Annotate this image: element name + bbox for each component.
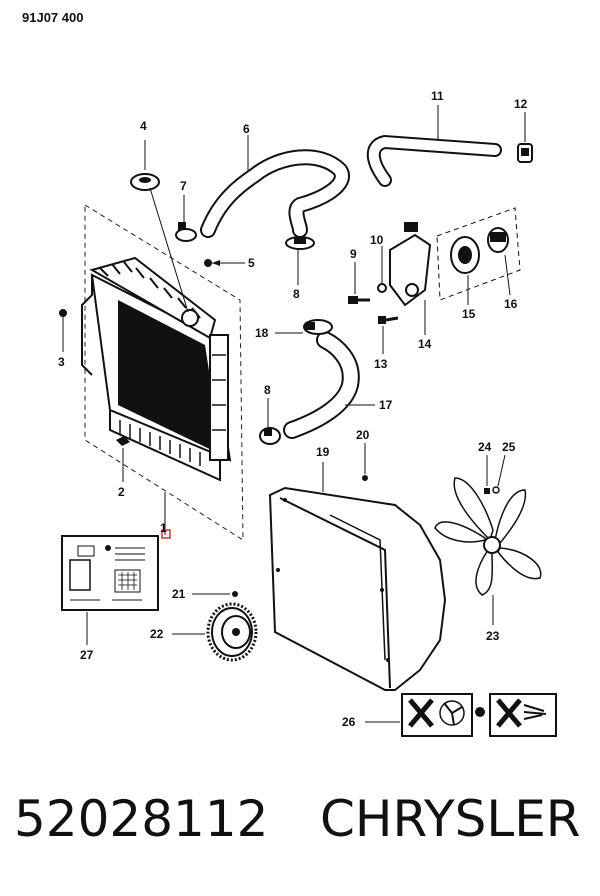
bolt-21 — [192, 591, 238, 597]
callout-24: 24 — [478, 440, 492, 454]
callout-19: 19 — [316, 445, 330, 459]
instruction-label-27 — [61, 535, 159, 645]
bypass-hose — [366, 105, 502, 187]
brand-name: CHRYSLER — [320, 790, 581, 848]
callout-16: 16 — [504, 297, 518, 311]
washer-10 — [377, 246, 387, 293]
callout-17: 17 — [379, 398, 393, 412]
washer-25 — [492, 454, 506, 494]
callout-6: 6 — [243, 122, 250, 136]
hose-clamp-upper-right — [285, 236, 315, 285]
bolt-24 — [484, 455, 490, 494]
screw-3 — [59, 309, 67, 352]
callout-21: 21 — [172, 587, 186, 601]
footer: 52028112 CHRYSLER — [0, 790, 600, 870]
callout-1-marker — [161, 492, 171, 539]
callout-11: 11 — [431, 89, 444, 103]
callout-25: 25 — [502, 440, 516, 454]
diagram-code: 91J07 400 — [22, 10, 83, 25]
callout-5: 5 — [248, 256, 255, 270]
radiator — [81, 204, 244, 541]
upper-radiator-hose — [200, 135, 350, 238]
callout-12: 12 — [514, 97, 528, 111]
callout-8-lower: 8 — [264, 383, 271, 397]
callout-15: 15 — [462, 307, 476, 321]
cooling-fan — [434, 477, 542, 625]
bolt-5 — [204, 259, 245, 267]
screw-20 — [362, 443, 368, 481]
lower-radiator-hose — [283, 331, 375, 439]
callout-23: 23 — [486, 629, 500, 643]
fan-clutch — [172, 602, 258, 662]
cooling-system-parts-diagram: 91J07 400 — [22, 10, 557, 737]
callout-13: 13 — [374, 357, 388, 371]
callout-14: 14 — [418, 337, 432, 351]
drain-cock-2 — [116, 436, 130, 482]
fan-shroud — [268, 462, 447, 691]
radiator-cap — [130, 140, 189, 313]
callout-8-upper: 8 — [293, 287, 300, 301]
callout-3: 3 — [58, 355, 65, 369]
hose-clamp-upper-left — [175, 195, 197, 242]
callout-27: 27 — [80, 648, 94, 662]
hose-clamp-lower — [259, 398, 281, 445]
callout-1: 1 — [160, 521, 167, 535]
cap-12 — [517, 112, 533, 163]
thermostat-housing — [389, 222, 432, 335]
callout-4: 4 — [140, 119, 147, 133]
callout-10: 10 — [370, 233, 384, 247]
callout-9: 9 — [350, 247, 357, 261]
callout-20: 20 — [356, 428, 370, 442]
gasket-thermostat-group — [436, 207, 521, 305]
callout-26: 26 — [342, 715, 356, 729]
warning-labels-26 — [365, 693, 557, 737]
callout-2: 2 — [118, 485, 125, 499]
bolt-9 — [348, 262, 370, 304]
part-number: 52028112 — [14, 790, 269, 848]
callout-22: 22 — [150, 627, 164, 641]
callout-7: 7 — [180, 179, 187, 193]
hose-clamp-18 — [275, 319, 333, 335]
callout-18: 18 — [255, 326, 269, 340]
bolt-13 — [378, 316, 399, 354]
